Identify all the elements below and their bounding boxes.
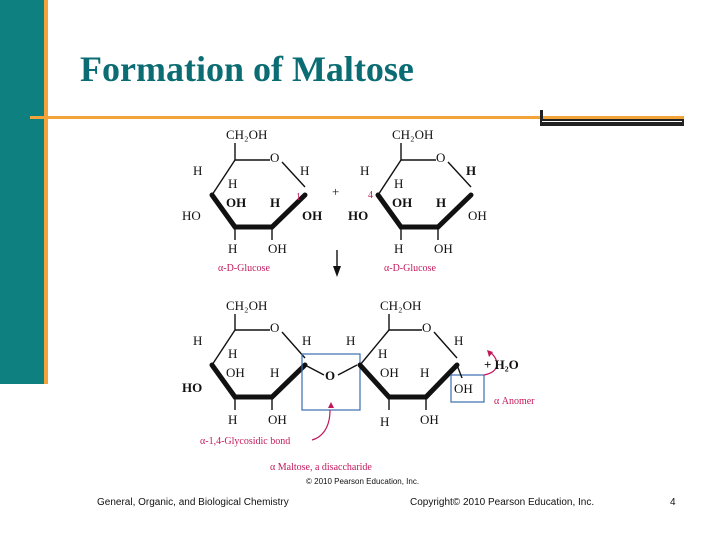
- oh-label: OH: [434, 241, 453, 256]
- glucose-label: α-D-Glucose: [384, 263, 436, 274]
- footer-course-name: General, Organic, and Biological Chemist…: [97, 497, 289, 508]
- ch2oh-label: CH₂OH: [392, 127, 433, 142]
- maltose-right-ring: CH₂OH O H H OH H OH H OH α Anomer: [357, 298, 535, 429]
- h-label: H: [228, 176, 237, 191]
- h-label: H: [193, 163, 202, 178]
- h-label: H: [454, 333, 463, 348]
- glycosidic-bond: O H α-1,4-Glycosidic bond: [200, 333, 361, 447]
- oh-label: OH: [226, 195, 246, 210]
- maltose-left-ring: CH₂OH O H H H OH H HO H OH: [182, 298, 311, 427]
- h-label: H: [228, 412, 237, 427]
- carbon-number: 1: [296, 192, 301, 203]
- oh-label: OH: [468, 208, 487, 223]
- glycosidic-bond-label: α-1,4-Glycosidic bond: [200, 436, 290, 447]
- ring-oxygen: O: [270, 320, 279, 335]
- oh-label: OH: [302, 208, 322, 223]
- maltose-label: α Maltose, a disaccharide: [270, 462, 372, 473]
- oh-label: OH: [268, 412, 287, 427]
- title-underline: [30, 116, 684, 119]
- bridge-oxygen: O: [325, 368, 335, 383]
- ch2oh-label: CH₂OH: [226, 298, 267, 313]
- h-label: H: [466, 163, 476, 178]
- h-label: H: [360, 163, 369, 178]
- h-label: H: [300, 163, 309, 178]
- oh-label: OH: [392, 195, 412, 210]
- title-underline-dark: [540, 119, 684, 126]
- h-label: H: [346, 333, 355, 348]
- anomer-box: [450, 374, 485, 403]
- carbon-number: 4: [368, 190, 373, 201]
- anomer-label: α Anomer: [494, 396, 535, 407]
- figure-copyright: © 2010 Pearson Education, Inc.: [306, 477, 419, 486]
- glucose-label: α-D-Glucose: [218, 263, 270, 274]
- ho-label: HO: [182, 208, 201, 223]
- h-label: H: [378, 346, 387, 361]
- h-label: H: [270, 195, 280, 210]
- ho-label: HO: [182, 380, 202, 395]
- ch2oh-label: CH₂OH: [226, 127, 267, 142]
- plus-sign: +: [332, 184, 339, 199]
- glucose-right: CH₂OH O H H H OH H HO OH 4 H OH α-D-Gluc…: [348, 127, 487, 274]
- reaction-arrow: [333, 250, 341, 277]
- ch2oh-label: CH₂OH: [380, 298, 421, 313]
- ring-oxygen: O: [436, 150, 445, 165]
- h-label: H: [302, 333, 311, 348]
- footer-copyright: Copyright© 2010 Pearson Education, Inc.: [410, 497, 595, 508]
- side-bar: [0, 0, 44, 384]
- ring-oxygen: O: [422, 320, 431, 335]
- h-label: H: [193, 333, 202, 348]
- h-label: H: [228, 346, 237, 361]
- oh-label: OH: [420, 412, 439, 427]
- glucose-left: CH₂OH O H H H OH H HO OH 1 H OH α-D-Gluc…: [182, 127, 322, 274]
- h-label: H: [394, 241, 403, 256]
- side-accent-stripe: [44, 0, 48, 384]
- h-label: H: [436, 195, 446, 210]
- slide-title: Formation of Maltose: [80, 49, 414, 89]
- water-product: + H₂O: [484, 357, 519, 372]
- h-label: H: [228, 241, 237, 256]
- oh-label: OH: [226, 365, 245, 380]
- oh-label: OH: [268, 241, 287, 256]
- footer-page-number: 4: [670, 497, 676, 508]
- oh-label: OH: [380, 365, 399, 380]
- h-label: H: [270, 365, 279, 380]
- ho-label: HO: [348, 208, 368, 223]
- oh-label: OH: [454, 381, 473, 396]
- glycosidic-bond-box: [301, 353, 361, 411]
- ring-oxygen: O: [270, 150, 279, 165]
- h-label: H: [380, 414, 389, 429]
- h-label: H: [420, 365, 429, 380]
- h-label: H: [394, 176, 403, 191]
- title-underline-tick: [540, 110, 543, 126]
